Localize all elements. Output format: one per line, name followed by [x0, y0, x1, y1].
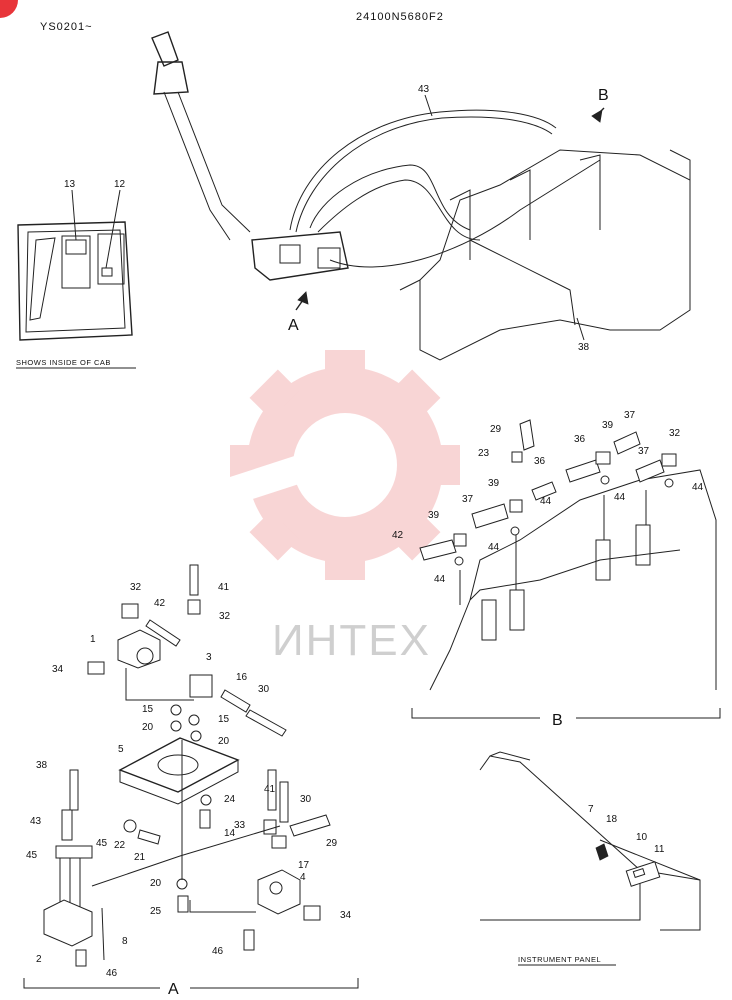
view-a-label: 43	[30, 816, 42, 827]
label-13: 13	[64, 179, 76, 190]
view-b-label: 37	[638, 446, 650, 457]
view-b-engine	[429, 469, 717, 691]
view-b-label: 44	[614, 492, 626, 503]
view-b-sensors	[419, 419, 677, 566]
view-a-label: 34	[340, 910, 352, 921]
view-b-label: 39	[428, 510, 440, 521]
view-a-bracket	[23, 978, 359, 989]
label-43: 43	[418, 84, 430, 95]
panel-label: 7	[588, 804, 594, 815]
view-a-label: 21	[134, 852, 146, 863]
drawing-number: 24100N5680F2	[356, 11, 444, 23]
view-b-label: 44	[692, 482, 704, 493]
view-a-label: 4	[300, 872, 306, 883]
panel-caption: INSTRUMENT PANEL	[518, 955, 601, 964]
cable-harness-43	[289, 109, 601, 326]
view-a-label: 22	[114, 840, 126, 851]
view-a-label: 45	[96, 838, 108, 849]
view-b-label: 39	[488, 478, 500, 489]
view-a-label: 46	[212, 946, 224, 957]
engine-outline-top	[399, 149, 691, 361]
view-b-caption: B	[552, 712, 563, 729]
view-b-label: 39	[602, 420, 614, 431]
label-38-top: 38	[578, 342, 590, 353]
view-a-label: 46	[106, 968, 118, 979]
view-a-label: 34	[52, 664, 64, 675]
view-a-label: 8	[122, 936, 128, 947]
view-b-label: 37	[624, 410, 636, 421]
panel-label: 10	[636, 832, 648, 843]
view-b-label: 29	[490, 424, 502, 435]
view-a-parts	[43, 564, 331, 967]
view-b-label: 36	[534, 456, 546, 467]
view-a-label: 14	[224, 828, 236, 839]
view-b-label: 23	[478, 448, 490, 459]
view-a-label: 17	[298, 860, 310, 871]
view-a-arrow	[295, 291, 309, 311]
view-a-label: 30	[258, 684, 270, 695]
view-a-label: 3	[206, 652, 212, 663]
view-b-label: 36	[574, 434, 586, 445]
view-a-letter: A	[288, 317, 299, 334]
view-a-label: 38	[36, 760, 48, 771]
view-a-label: 30	[300, 794, 312, 805]
view-a-caption: A	[168, 981, 179, 998]
cab-caption: SHOWS INSIDE OF CAB	[16, 358, 111, 367]
view-a-label: 5	[118, 744, 124, 755]
view-a-label: 32	[130, 582, 142, 593]
view-a-label: 45	[26, 850, 38, 861]
view-b-label: 44	[540, 496, 552, 507]
serial-range: YS0201~	[40, 21, 93, 33]
view-a-label: 33	[234, 820, 246, 831]
view-a-label: 1	[90, 634, 96, 645]
view-a-label: 41	[218, 582, 230, 593]
view-a-label: 41	[264, 784, 276, 795]
panel-label: 11	[654, 844, 665, 855]
view-b-label: 42	[392, 530, 404, 541]
view-b-label: 44	[434, 574, 446, 585]
watermark-text: ИНТЕХ	[272, 616, 431, 665]
view-b-label: 44	[488, 542, 500, 553]
view-a-label: 15	[142, 704, 154, 715]
view-b-label: 37	[462, 494, 474, 505]
view-b-letter: B	[598, 87, 609, 104]
instrument-panel-drawing	[479, 751, 701, 931]
view-b-label: 32	[669, 428, 681, 439]
cab-inside-view	[17, 189, 133, 341]
view-b-arrow	[591, 107, 605, 123]
panel-label: 18	[606, 814, 618, 825]
view-b-bracket	[411, 708, 721, 719]
watermark-gear-logo	[226, 350, 460, 580]
view-a-label: 29	[326, 838, 338, 849]
view-a-label: 20	[142, 722, 154, 733]
view-a-label: 20	[218, 736, 230, 747]
view-a-label: 24	[224, 794, 236, 805]
view-a-label: 15	[218, 714, 230, 725]
view-a-label: 20	[150, 878, 162, 889]
label-12: 12	[114, 179, 126, 190]
joystick-assembly	[151, 31, 349, 281]
view-a-label: 32	[219, 611, 231, 622]
view-a-label: 42	[154, 598, 166, 609]
view-a-label: 2	[36, 954, 42, 965]
corner-mark	[0, 0, 18, 18]
view-a-label: 25	[150, 906, 162, 917]
view-a-label: 16	[236, 672, 248, 683]
